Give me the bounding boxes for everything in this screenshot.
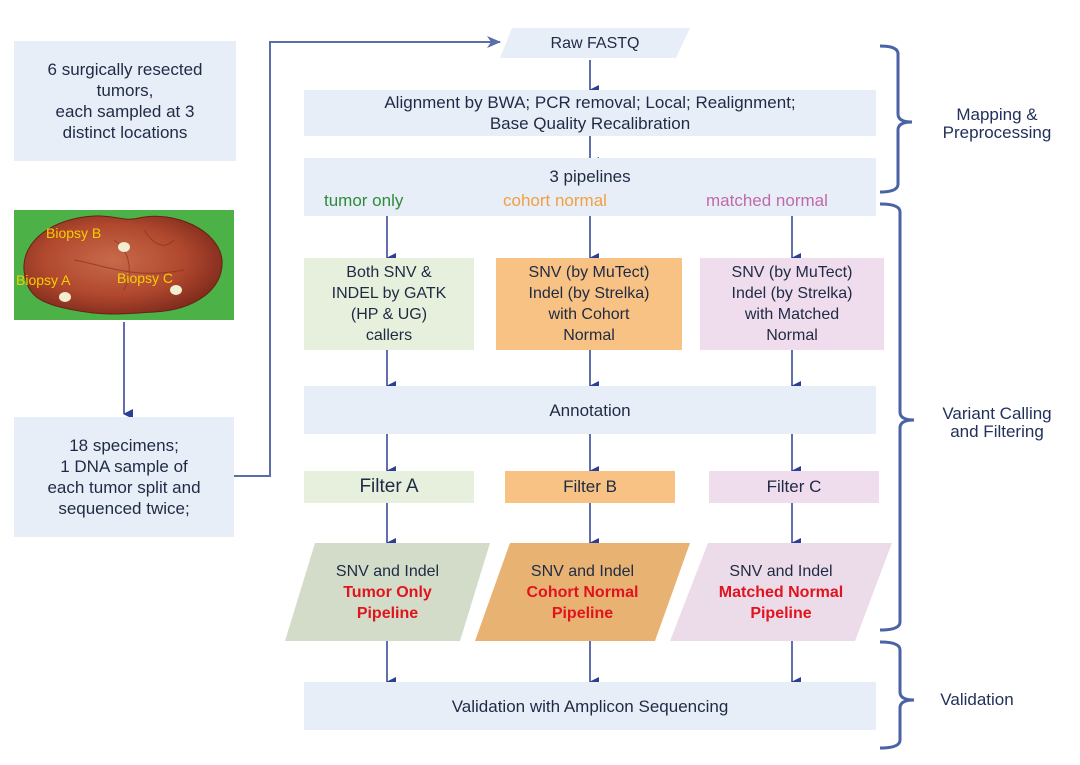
pipeline-label-tumor-only: tumor only	[324, 191, 404, 210]
caller-box-matched-normal: SNV (by MuTect) Indel (by Strelka) with …	[700, 258, 884, 350]
output-matched-normal: SNV and Indel Matched Normal Pipeline	[670, 543, 892, 641]
filter-b-box: Filter B	[505, 471, 675, 503]
biopsy-c-label: Biopsy C	[117, 270, 174, 286]
tumors-description-box: 6 surgically resected tumors, each sampl…	[14, 41, 236, 161]
pipeline-label-matched-normal: matched normal	[706, 191, 828, 210]
raw-fastq-shape	[500, 28, 690, 58]
pipelines-box: 3 pipelines	[304, 158, 876, 216]
stage-label-validation: Validation	[940, 690, 1014, 709]
bracket-mapping	[879, 44, 913, 194]
filter-c-box: Filter C	[709, 471, 879, 503]
output-line1: SNV and Indel	[729, 562, 833, 580]
biopsy-a-label: Biopsy A	[16, 272, 71, 288]
raw-fastq-node: Raw FASTQ	[500, 26, 690, 60]
validation-box: Validation with Amplicon Sequencing	[304, 682, 876, 730]
pipeline-label-cohort-normal: cohort normal	[503, 191, 607, 210]
tumor-tissue-graphic	[23, 215, 223, 315]
stage-label-mapping: Mapping & Preprocessing	[942, 105, 1052, 142]
biopsy-a-marker	[59, 292, 71, 302]
output-cohort-normal-shape	[475, 543, 690, 641]
caller-box-tumor-only: Both SNV & INDEL by GATK (HP & UG) calle…	[304, 258, 474, 350]
output-pipeline-word: Pipeline	[750, 604, 812, 622]
tumor-tissue-image: Biopsy B Biopsy A Biopsy C	[14, 210, 234, 320]
output-cohort-normal: SNV and Indel Cohort Normal Pipeline	[475, 543, 690, 641]
specimens-description-box: 18 specimens; 1 DNA sample of each tumor…	[14, 417, 234, 537]
output-pipeline-word: Pipeline	[551, 604, 614, 622]
output-line1: SNV and Indel	[530, 562, 635, 580]
biopsy-b-marker	[118, 242, 130, 252]
alignment-box: Alignment by BWA; PCR removal; Local; Re…	[304, 90, 876, 136]
output-line1: SNV and Indel	[335, 562, 440, 580]
output-pipeline-name: Tumor Only	[343, 583, 432, 601]
annotation-box: Annotation	[304, 386, 876, 434]
raw-fastq-label: Raw FASTQ	[550, 34, 640, 52]
output-matched-normal-shape	[670, 543, 892, 641]
output-tumor-only: SNV and Indel Tumor Only Pipeline	[285, 543, 490, 641]
biopsy-c-marker	[170, 285, 182, 295]
biopsy-b-label: Biopsy B	[46, 225, 102, 241]
filter-a-box: Filter A	[304, 471, 474, 503]
stage-label-variant-calling: Variant Calling and Filtering	[942, 404, 1052, 441]
bracket-validation	[879, 640, 915, 750]
output-pipeline-name: Cohort Normal	[526, 583, 639, 601]
output-tumor-only-shape	[285, 543, 490, 641]
pipelines-title: 3 pipelines	[549, 167, 631, 186]
caller-box-cohort-normal: SNV (by MuTect) Indel (by Strelka) with …	[496, 258, 682, 350]
output-pipeline-name: Matched Normal	[718, 583, 844, 601]
output-pipeline-word: Pipeline	[356, 604, 419, 622]
